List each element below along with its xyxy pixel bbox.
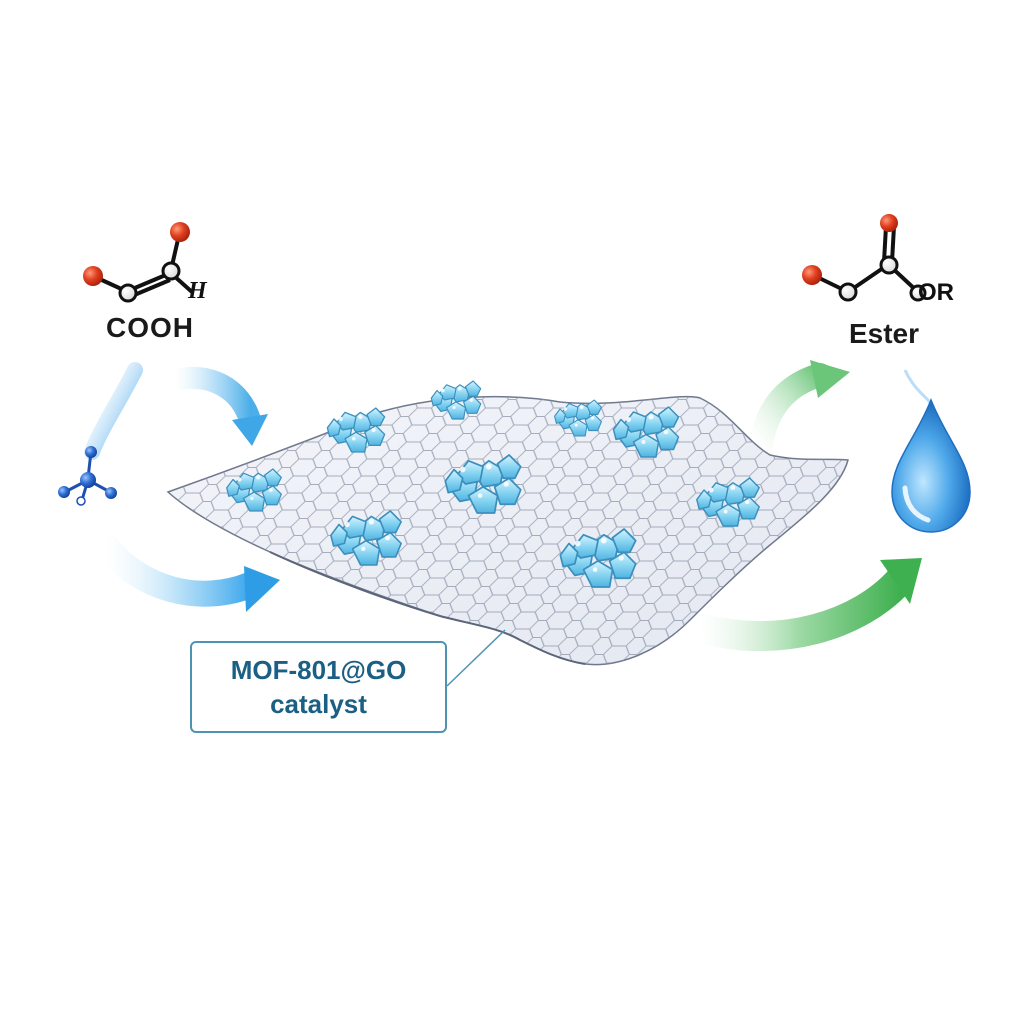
- outflow-arrow-bottom: [685, 558, 922, 652]
- carboxylic-acid-molecule-icon: [83, 222, 194, 303]
- ester-molecule-icon: [802, 214, 927, 302]
- product-label: Ester: [848, 318, 920, 349]
- alcohol-molecule-icon: [58, 362, 143, 506]
- catalyst-name: MOF-801@GO: [230, 655, 407, 685]
- graphene-oxide-sheet: [166, 395, 849, 666]
- catalyst-callout: MOF-801@GO catalyst: [190, 641, 447, 733]
- hydrogen-label: H: [188, 278, 207, 304]
- ester-group-label: OR: [918, 279, 954, 306]
- water-drop-icon: [891, 369, 971, 533]
- inflow-arrow-bottom: [92, 532, 280, 612]
- reactant-label: COOH: [106, 312, 194, 343]
- outflow-arrow-top: [748, 360, 850, 462]
- callout-leader-line: [446, 629, 506, 687]
- catalyst-caption: catalyst: [270, 689, 367, 719]
- inflow-arrow-top: [164, 366, 268, 446]
